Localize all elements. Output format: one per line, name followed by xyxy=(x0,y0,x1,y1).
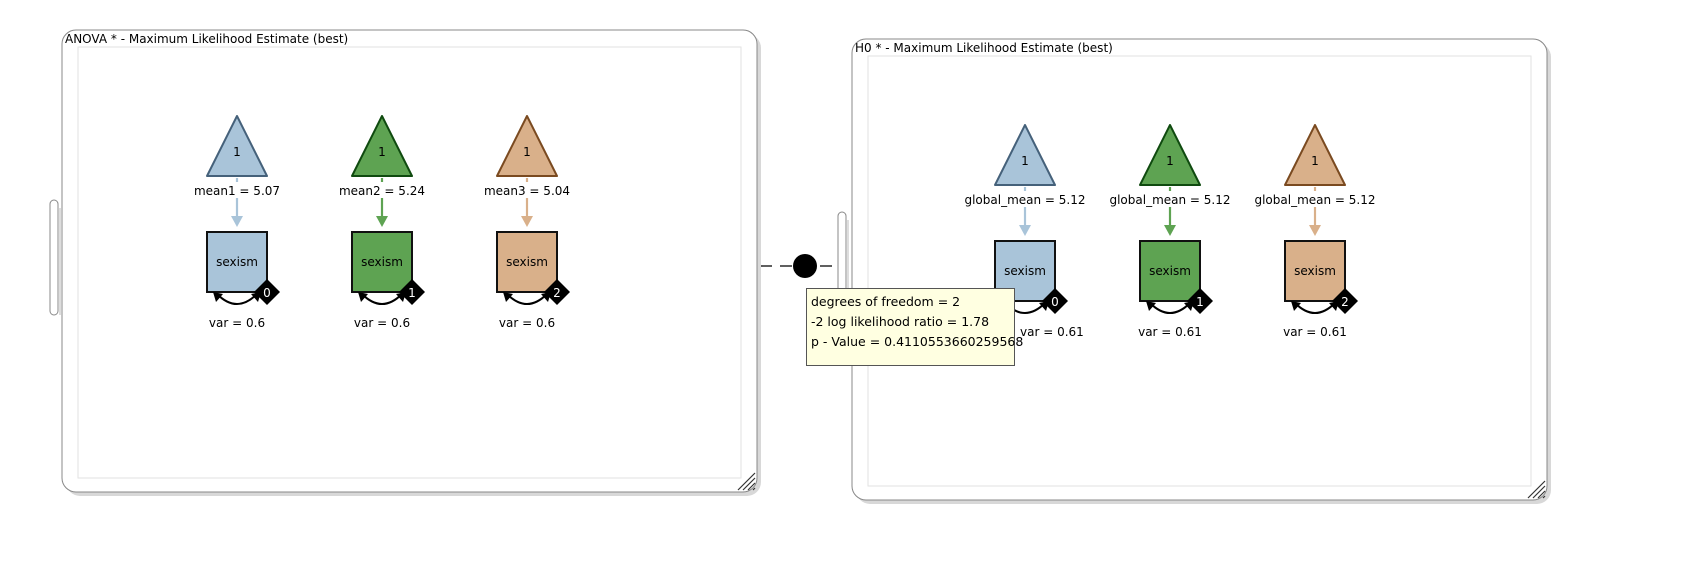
variable-name: sexism xyxy=(216,255,258,269)
resize-grip-icon[interactable] xyxy=(737,472,756,491)
node-group-1: 1 mean2 = 5.24 sexism 1 var = 0.6 xyxy=(320,115,444,330)
path-arrowhead-icon xyxy=(1309,225,1321,236)
model-comparison-connector[interactable] xyxy=(760,254,838,278)
path-arrowhead-icon xyxy=(231,216,243,227)
node-group-2: 1 global_mean = 5.12 sexism 2 var = 0.61 xyxy=(1253,124,1377,339)
path-label[interactable]: mean2 = 5.24 xyxy=(339,184,425,198)
constant-label: 1 xyxy=(1166,154,1174,168)
constant-triangle[interactable]: 1 xyxy=(1139,124,1201,186)
path-arrowhead-icon xyxy=(1019,225,1031,236)
resize-grip-icon[interactable] xyxy=(1527,480,1546,499)
path-label[interactable]: global_mean = 5.12 xyxy=(1109,193,1230,207)
group-number: 1 xyxy=(1196,295,1204,309)
variable-name: sexism xyxy=(1004,264,1046,278)
constant-label: 1 xyxy=(1311,154,1319,168)
variable-name: sexism xyxy=(506,255,548,269)
variance-label[interactable]: var = 0.61 xyxy=(1020,325,1084,339)
model-panel-anova[interactable]: ANOVA * - Maximum Likelihood Estimate (b… xyxy=(49,29,761,496)
variable-name: sexism xyxy=(1149,264,1191,278)
variance-label[interactable]: var = 0.61 xyxy=(1138,325,1202,339)
likelihood-ratio-tooltip: degrees of freedom = 2 -2 log likelihood… xyxy=(806,288,1024,366)
variance-label[interactable]: var = 0.6 xyxy=(499,316,555,330)
group-number: 2 xyxy=(553,286,561,300)
constant-label: 1 xyxy=(233,145,241,159)
variable-name: sexism xyxy=(1294,264,1336,278)
node-group-0: 1 mean1 = 5.07 sexism 0 var = 0.6 xyxy=(175,115,299,330)
node-group-1: 1 global_mean = 5.12 sexism 1 var = 0.61 xyxy=(1108,124,1232,339)
observed-variable-box[interactable]: sexism xyxy=(351,231,413,293)
group-diamond-icon: 1 xyxy=(399,279,425,305)
observed-variable-box[interactable]: sexism xyxy=(496,231,558,293)
constant-triangle[interactable]: 1 xyxy=(994,124,1056,186)
group-number: 1 xyxy=(408,286,416,300)
path-label[interactable]: global_mean = 5.12 xyxy=(1254,193,1375,207)
panel-side-handle[interactable] xyxy=(49,199,59,316)
constant-triangle[interactable]: 1 xyxy=(206,115,268,177)
model-panel-h0[interactable]: H0 * - Maximum Likelihood Estimate (best… xyxy=(837,38,1551,504)
node-group-2: 1 mean3 = 5.04 sexism 2 var = 0.6 xyxy=(465,115,589,330)
constant-label: 1 xyxy=(523,145,531,159)
observed-variable-box[interactable]: sexism xyxy=(1139,240,1201,302)
variance-label[interactable]: var = 0.6 xyxy=(209,316,265,330)
log-likelihood-ratio: -2 log likelihood ratio = 1.78 xyxy=(811,314,990,329)
p-value: p - Value = 0.4110553660259568 xyxy=(811,334,1024,349)
group-number: 2 xyxy=(1341,295,1349,309)
constant-label: 1 xyxy=(378,145,386,159)
group-diamond-icon: 1 xyxy=(1187,288,1213,314)
path-arrowhead-icon xyxy=(1164,225,1176,236)
panel-title: ANOVA * - Maximum Likelihood Estimate (b… xyxy=(65,32,348,46)
variance-label[interactable]: var = 0.6 xyxy=(354,316,410,330)
variance-label[interactable]: var = 0.61 xyxy=(1283,325,1347,339)
constant-label: 1 xyxy=(1021,154,1029,168)
observed-variable-box[interactable]: sexism xyxy=(1284,240,1346,302)
group-diamond-icon: 2 xyxy=(544,279,570,305)
group-diamond-icon: 2 xyxy=(1332,288,1358,314)
group-number: 0 xyxy=(263,286,271,300)
comparison-node-icon[interactable] xyxy=(793,254,817,278)
variable-name: sexism xyxy=(361,255,403,269)
path-label[interactable]: mean1 = 5.07 xyxy=(194,184,280,198)
panel-title: H0 * - Maximum Likelihood Estimate (best… xyxy=(855,41,1113,55)
path-label[interactable]: global_mean = 5.12 xyxy=(964,193,1085,207)
group-diamond-icon: 0 xyxy=(1042,288,1068,314)
observed-variable-box[interactable]: sexism xyxy=(206,231,268,293)
group-number: 0 xyxy=(1051,295,1059,309)
constant-triangle[interactable]: 1 xyxy=(351,115,413,177)
group-diamond-icon: 0 xyxy=(254,279,280,305)
path-arrowhead-icon xyxy=(376,216,388,227)
path-arrowhead-icon xyxy=(521,216,533,227)
path-label[interactable]: mean3 = 5.04 xyxy=(484,184,570,198)
degrees-of-freedom: degrees of freedom = 2 xyxy=(811,294,961,309)
constant-triangle[interactable]: 1 xyxy=(496,115,558,177)
constant-triangle[interactable]: 1 xyxy=(1284,124,1346,186)
